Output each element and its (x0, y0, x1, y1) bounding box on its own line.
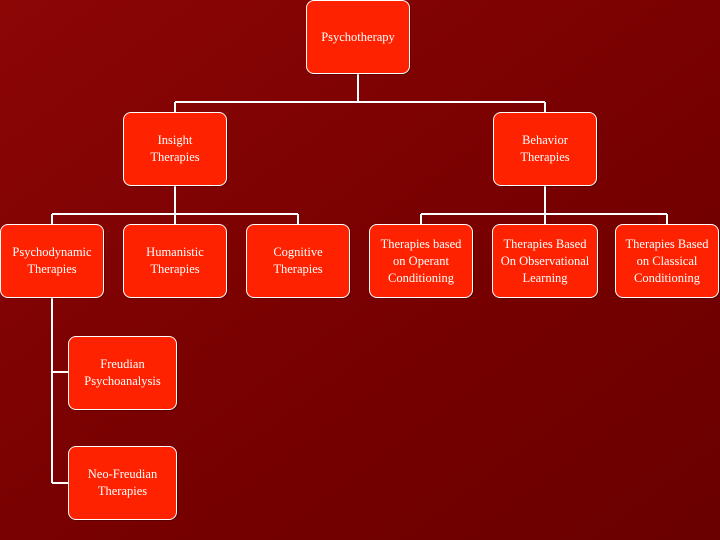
node-psychotherapy: Psychotherapy (306, 0, 410, 74)
node-behavior-therapies: Behavior Therapies (493, 112, 597, 186)
node-operant-conditioning-therapies: Therapies based on Operant Conditioning (369, 224, 473, 298)
node-cognitive-therapies: Cognitive Therapies (246, 224, 350, 298)
node-observational-learning-therapies: Therapies Based On Observational Learnin… (492, 224, 598, 298)
node-psychodynamic-therapies: Psychodynamic Therapies (0, 224, 104, 298)
node-classical-conditioning-therapies: Therapies Based on Classical Conditionin… (615, 224, 719, 298)
node-neo-freudian-therapies: Neo-Freudian Therapies (68, 446, 177, 520)
node-humanistic-therapies: Humanistic Therapies (123, 224, 227, 298)
node-freudian-psychoanalysis: Freudian Psychoanalysis (68, 336, 177, 410)
node-insight-therapies: Insight Therapies (123, 112, 227, 186)
